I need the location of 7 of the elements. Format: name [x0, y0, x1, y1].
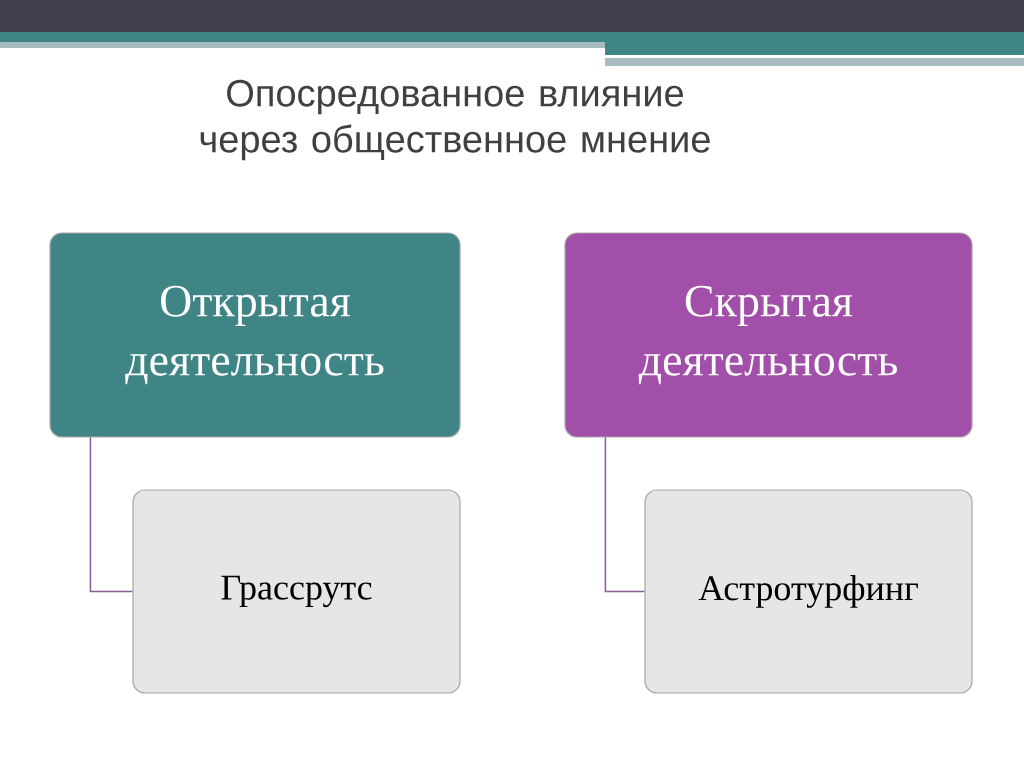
- category-box: Скрытая деятельность: [564, 232, 973, 438]
- item-box: Астротурфинг: [644, 489, 973, 694]
- category-box: Открытая деятельность: [49, 232, 461, 438]
- item-box: Грассрутс: [132, 489, 461, 694]
- connector-line: [604, 436, 646, 593]
- connector-line: [89, 436, 134, 593]
- title: Опосредованное влияние через общественное мнение: [200, 79, 710, 161]
